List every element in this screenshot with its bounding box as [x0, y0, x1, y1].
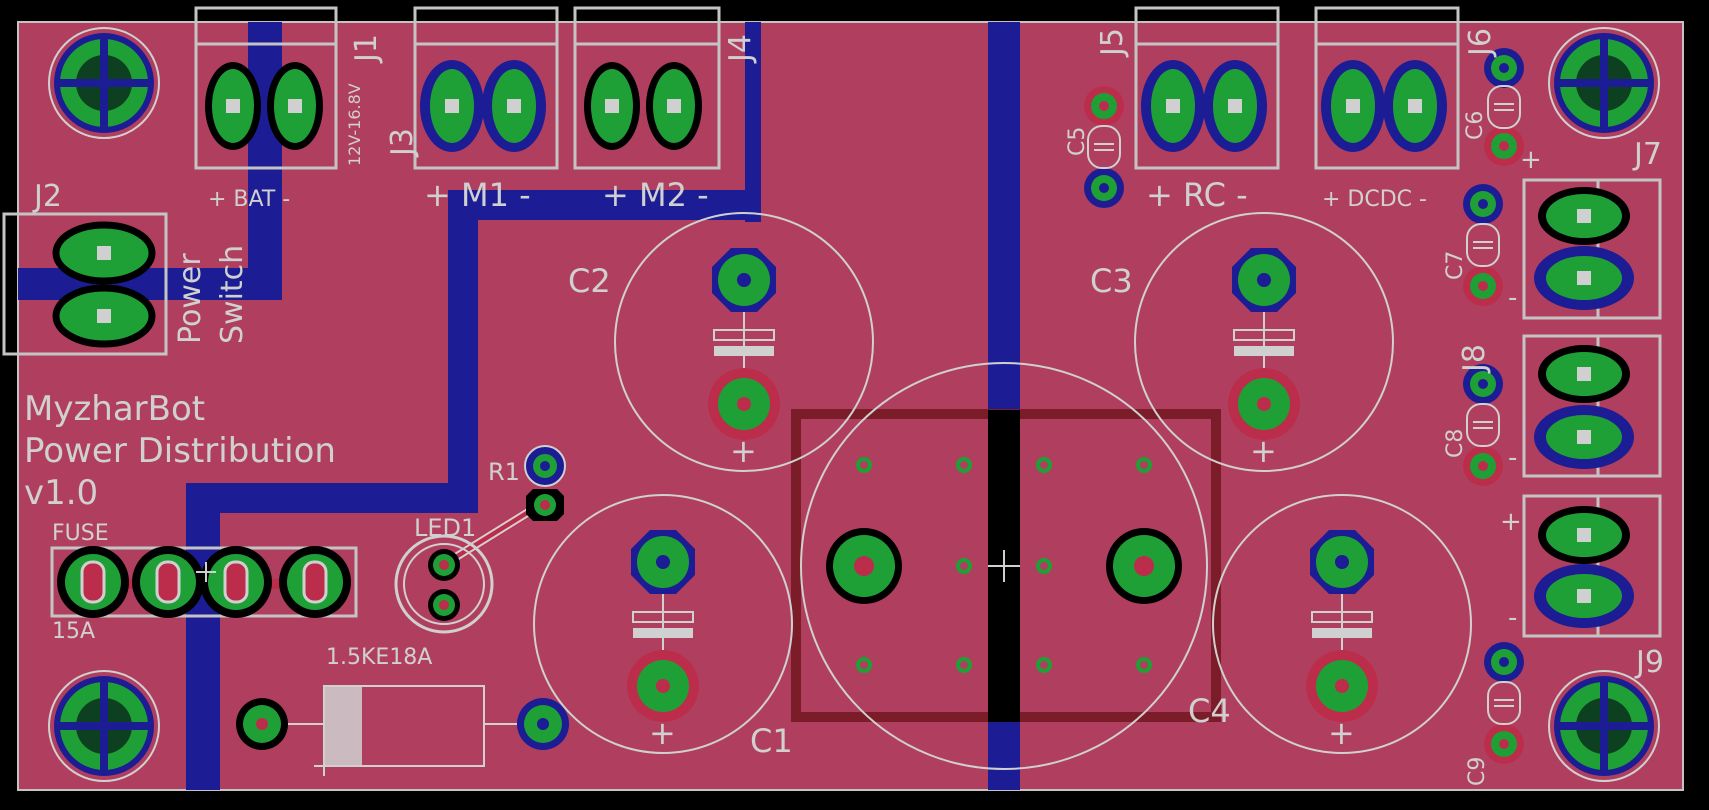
terminal-j8 [1522, 334, 1662, 478]
label-r1: R1 [488, 458, 520, 486]
label-j7-plus: + [1520, 145, 1542, 175]
label-j4-polarity: + M2 - [602, 176, 709, 214]
label-power: Power [173, 253, 208, 344]
label-c6: C6 [1463, 111, 1488, 140]
small-capacitor-c8 [1463, 364, 1503, 486]
terminal-j5 [1134, 6, 1280, 170]
vias [856, 457, 1152, 673]
terminal-j7 [1522, 178, 1662, 320]
label-c9-area-plus: + [1328, 714, 1355, 752]
label-diode: 1.5KE18A [326, 645, 432, 670]
mounting-hole-icon [48, 27, 160, 139]
mounting-hole-icon [1548, 670, 1660, 782]
label-j3: J3 [385, 128, 420, 158]
label-j5: J5 [1095, 28, 1130, 58]
label-j7: J7 [1632, 137, 1662, 172]
resistor-r1 [524, 445, 566, 521]
small-capacitor-c7 [1463, 184, 1503, 306]
label-fuse-rating: 15A [52, 619, 95, 644]
label-c3: C3 [1090, 262, 1133, 300]
led-led1 [394, 534, 494, 634]
terminal-j3 [413, 6, 559, 170]
c4-pads [826, 528, 1182, 604]
label-c2: C2 [568, 262, 611, 300]
label-j1-voltage: 12V-16.8V [345, 83, 364, 166]
label-j6: J6 [1463, 28, 1498, 58]
label-fuse: FUSE [52, 521, 109, 546]
mounting-hole-icon [1548, 27, 1660, 139]
board-title-2: Power Distribution [24, 431, 336, 471]
label-j5-polarity: + RC - [1146, 176, 1248, 214]
c3-pads [1228, 248, 1300, 440]
small-capacitor-c6 [1484, 48, 1524, 166]
label-c1-plus: + [649, 714, 676, 752]
label-c5: C5 [1065, 127, 1090, 156]
terminal-j6 [1314, 6, 1460, 170]
terminal-j4 [573, 6, 721, 170]
label-c8: C8 [1443, 429, 1468, 458]
c1-pads [627, 530, 699, 722]
capacitor-outlines [533, 212, 1472, 770]
terminal-j2 [2, 212, 168, 356]
label-c3-plus: + [1250, 432, 1277, 470]
small-capacitor-c9 [1484, 642, 1524, 764]
label-c4: C4 [1188, 692, 1231, 730]
board-title-1: MyzharBot [24, 389, 205, 429]
label-j8-minus: - [1508, 443, 1517, 473]
board [17, 21, 1684, 791]
fuse-holder [50, 546, 358, 618]
label-c2-plus: + [730, 432, 757, 470]
label-switch: Switch [215, 245, 250, 344]
small-capacitor-c5 [1084, 86, 1124, 208]
label-j1-polarity: + BAT - [208, 187, 290, 212]
label-c7: C7 [1443, 251, 1468, 280]
label-j8: J8 [1457, 344, 1492, 374]
label-j9-plus: + [1500, 507, 1522, 537]
c2-pads [708, 248, 780, 440]
label-j7-minus: - [1508, 283, 1517, 313]
diode-tvs [236, 685, 569, 776]
label-j2: J2 [32, 179, 62, 214]
mounting-hole-icon [48, 670, 160, 782]
terminal-j1 [194, 6, 338, 170]
label-j9: J9 [1634, 645, 1664, 680]
label-c1: C1 [750, 722, 793, 760]
label-led1: LED1 [414, 514, 476, 542]
label-j1: J1 [349, 34, 384, 64]
label-c9: C9 [1465, 757, 1490, 786]
terminal-j9 [1522, 494, 1662, 638]
silkscreen-text: MyzharBot Power Distribution v1.0 J1 12V… [24, 28, 1664, 786]
board-title-3: v1.0 [24, 473, 98, 513]
label-j9-minus: - [1508, 603, 1517, 633]
label-j3-polarity: + M1 - [424, 176, 531, 214]
label-j4: J4 [723, 34, 758, 64]
c9-area-pads [1306, 530, 1378, 722]
label-j6-polarity: + DCDC - [1322, 187, 1427, 212]
